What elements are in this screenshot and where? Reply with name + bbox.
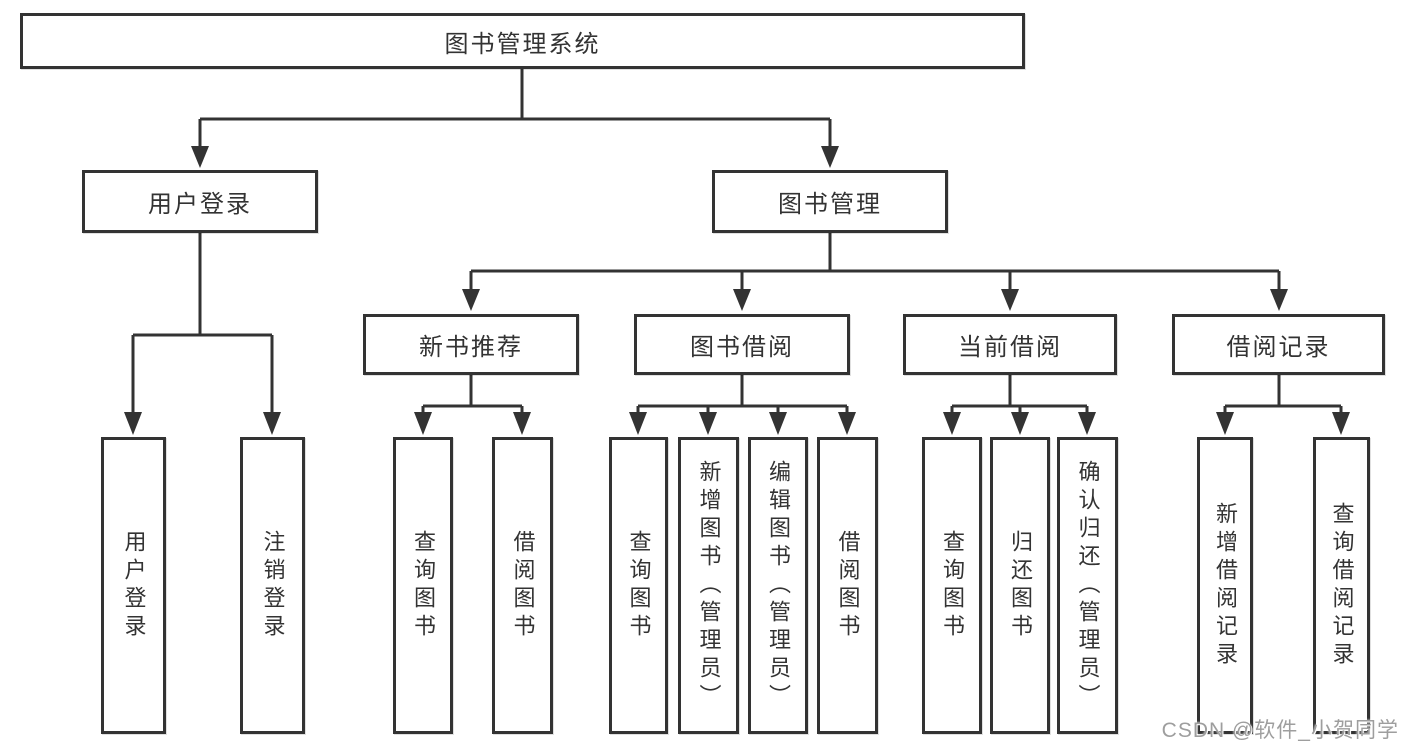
leaf-records-query-record: 查询借阅记录: [1313, 437, 1370, 734]
node-book-borrow: 图书借阅: [634, 314, 850, 375]
leaf-recommend-query-books: 查询图书: [393, 437, 453, 734]
node-book-management: 图书管理: [712, 170, 948, 233]
node-borrow-records-label: 借阅记录: [1226, 334, 1331, 361]
leaf-borrow-edit-books-admin-label: 编辑图书（管理员）: [766, 459, 791, 712]
node-user-login: 用户登录: [82, 170, 318, 233]
edge-borrow-to-leaves: [629, 374, 856, 435]
leaf-records-query-record-label: 查询借阅记录: [1329, 501, 1355, 670]
leaf-current-query-books: 查询图书: [922, 437, 982, 734]
edge-book-management-to-modules: [462, 233, 1288, 311]
leaf-recommend-query-books-label: 查询图书: [411, 529, 436, 642]
edge-records-to-leaves: [1216, 374, 1350, 435]
leaf-current-query-books-label: 查询图书: [940, 529, 965, 642]
node-current-borrow-label: 当前借阅: [958, 334, 1062, 361]
node-borrow-records: 借阅记录: [1172, 314, 1385, 375]
leaf-current-confirm-return-admin-label: 确认归还（管理员）: [1075, 459, 1101, 712]
edge-current-to-leaves: [943, 374, 1096, 435]
node-root: 图书管理系统: [20, 13, 1025, 69]
leaf-recommend-borrow-books: 借阅图书: [492, 437, 553, 734]
leaf-user-login: 用户登录: [101, 437, 166, 734]
node-current-borrow: 当前借阅: [903, 314, 1117, 375]
leaf-borrow-add-books-admin: 新增图书（管理员）: [678, 437, 739, 734]
edge-recommend-to-leaves: [414, 374, 531, 435]
leaf-records-add-record-label: 新增借阅记录: [1213, 501, 1238, 670]
node-book-management-label: 图书管理: [778, 191, 882, 218]
node-book-borrow-label: 图书借阅: [690, 334, 794, 361]
leaf-logout-label: 注销登录: [260, 529, 286, 642]
leaf-borrow-query-books-label: 查询图书: [626, 529, 652, 642]
leaf-user-login-label: 用户登录: [121, 529, 147, 642]
leaf-borrow-query-books: 查询图书: [609, 437, 668, 734]
edge-user-login-to-leaves: [124, 233, 281, 435]
leaf-current-confirm-return-admin: 确认归还（管理员）: [1057, 437, 1118, 734]
leaf-borrow-add-books-admin-label: 新增图书（管理员）: [696, 459, 722, 712]
leaf-logout: 注销登录: [240, 437, 305, 734]
leaf-records-add-record: 新增借阅记录: [1197, 437, 1253, 734]
watermark: CSDN @软件_小贺同学: [1161, 719, 1399, 742]
node-new-book-recommend: 新书推荐: [363, 314, 579, 375]
edge-root-to-level2: [191, 69, 839, 168]
leaf-borrow-edit-books-admin: 编辑图书（管理员）: [748, 437, 808, 734]
node-user-login-label: 用户登录: [148, 191, 252, 218]
leaf-borrow-borrow-books: 借阅图书: [817, 437, 878, 734]
node-root-label: 图书管理系统: [444, 30, 601, 58]
leaf-recommend-borrow-books-label: 借阅图书: [510, 529, 536, 642]
leaf-current-return-books-label: 归还图书: [1008, 529, 1033, 642]
leaf-current-return-books: 归还图书: [990, 437, 1050, 734]
node-new-book-recommend-label: 新书推荐: [419, 334, 523, 361]
leaf-borrow-borrow-books-label: 借阅图书: [835, 529, 861, 642]
